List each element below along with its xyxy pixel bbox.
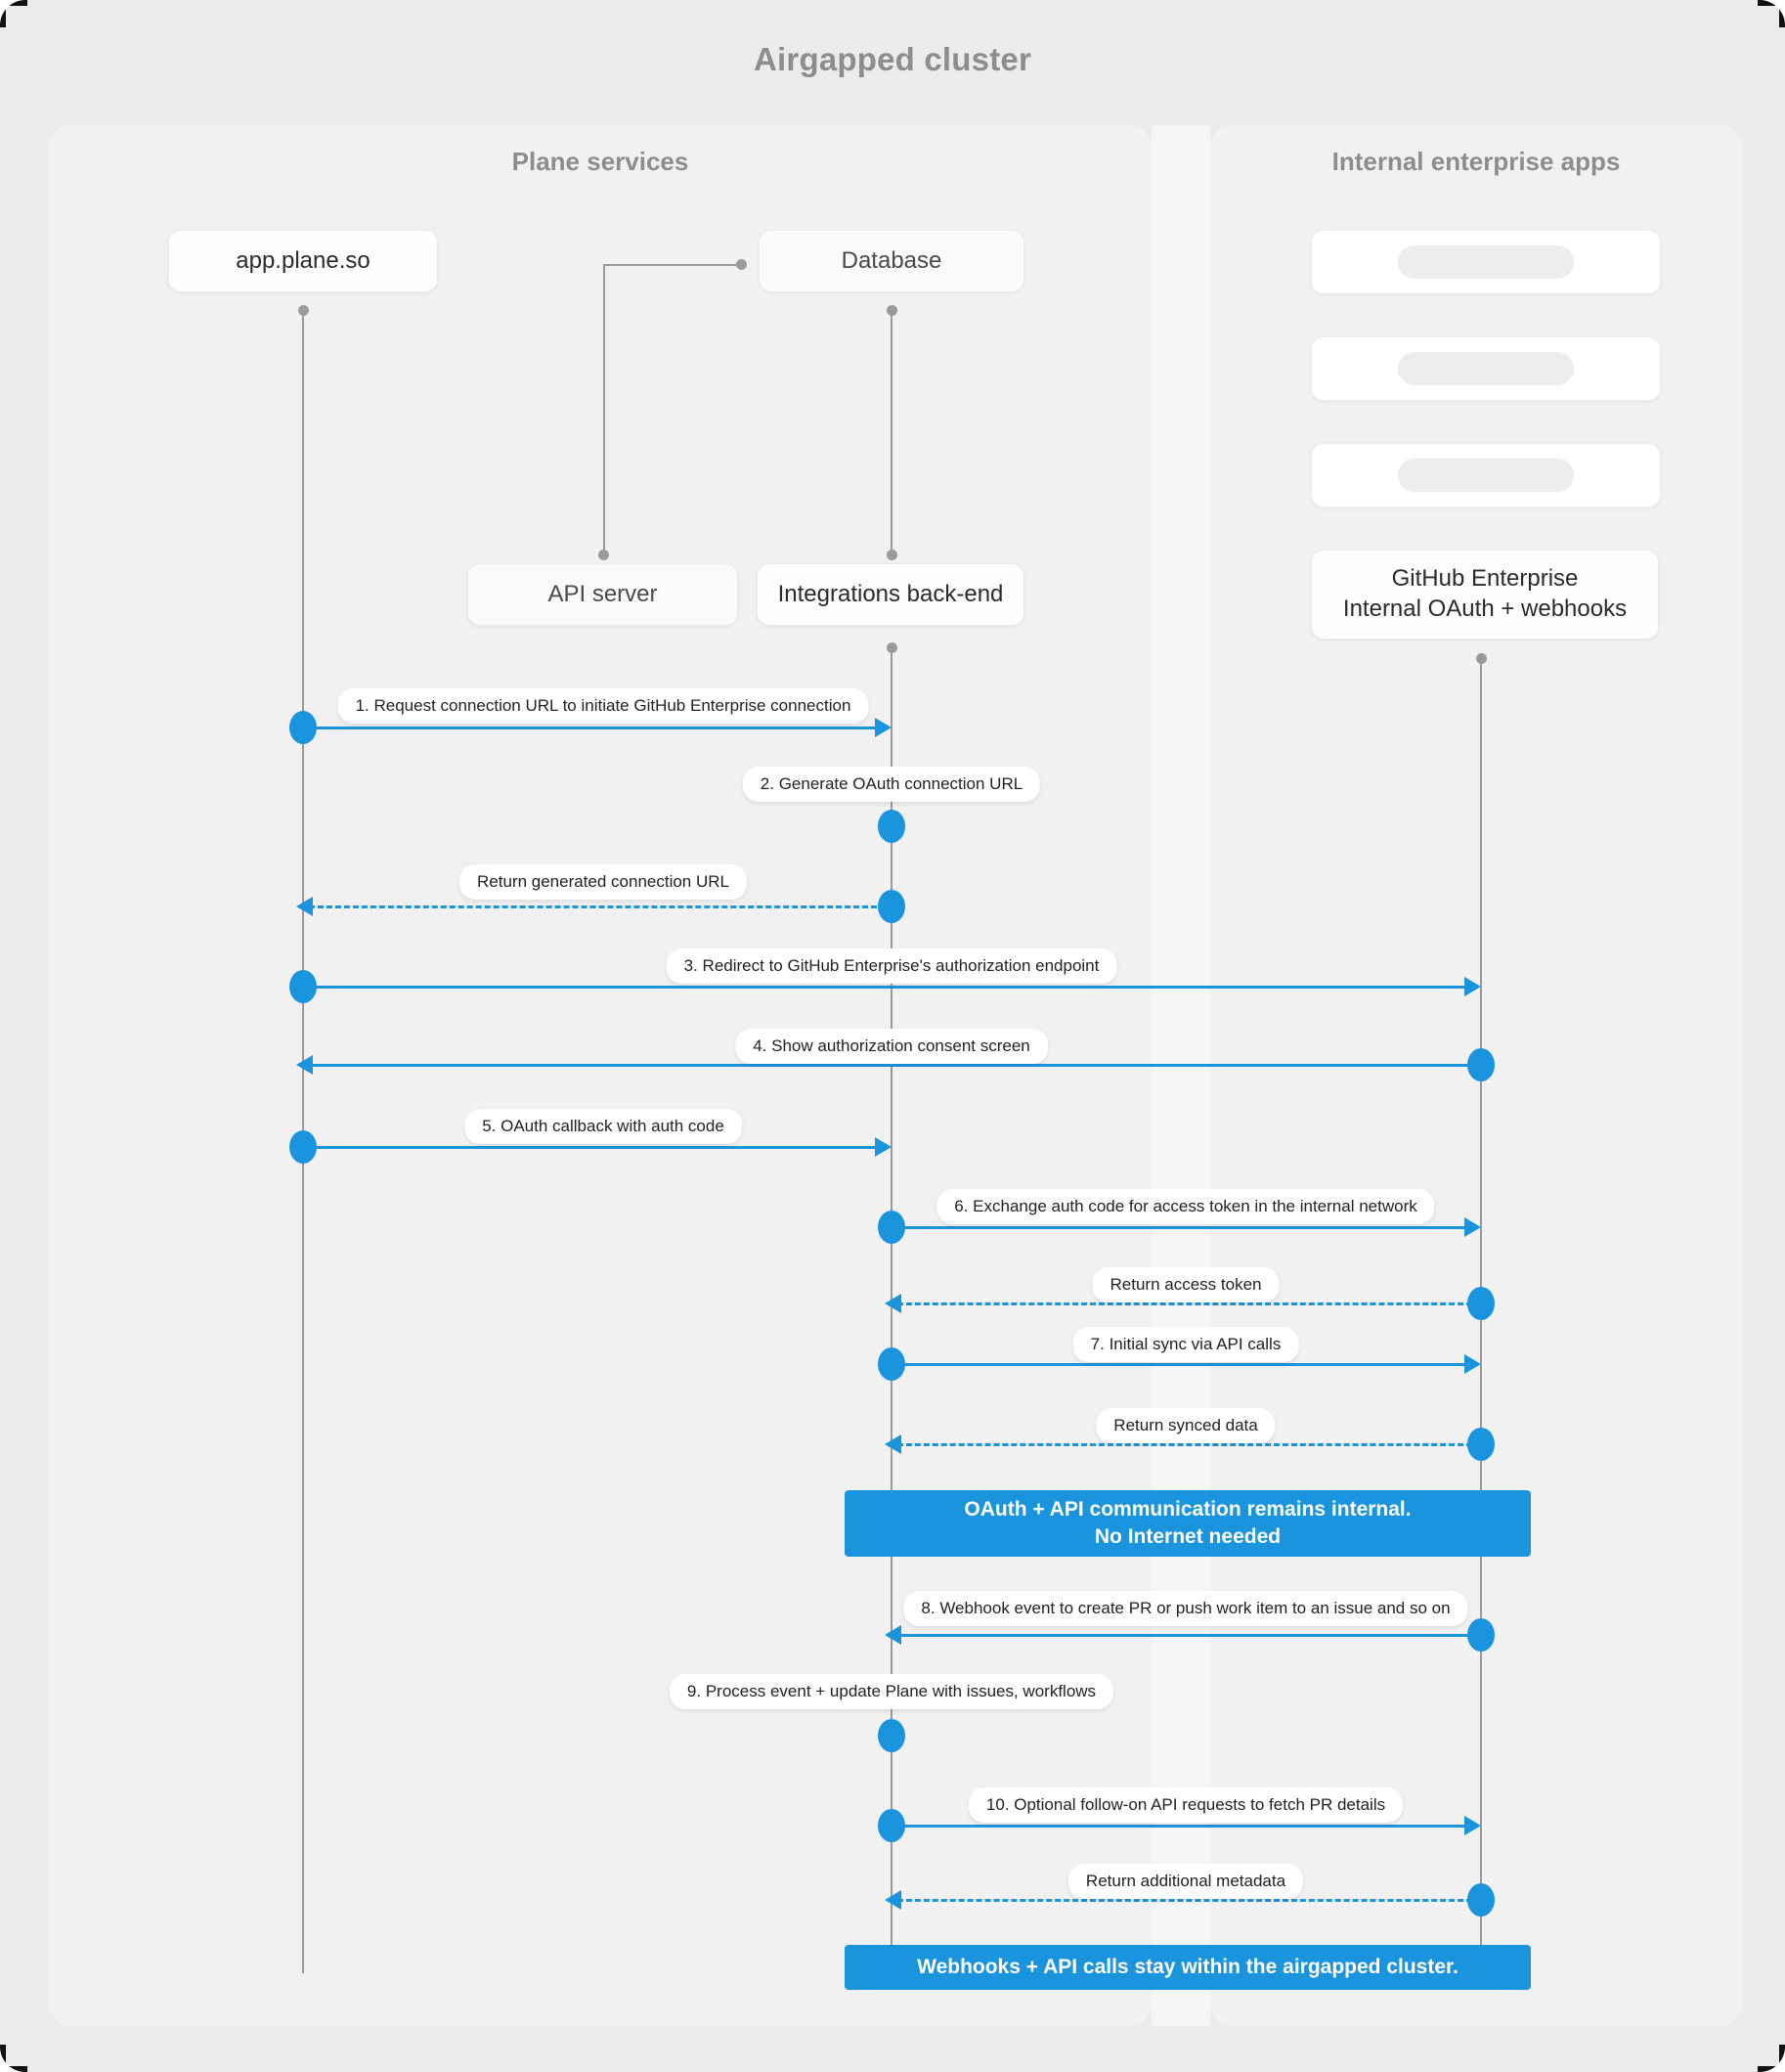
message-arrowhead-4 (1464, 977, 1481, 996)
message-line-10 (897, 1443, 1472, 1446)
corner-mark-bottom-left (0, 2045, 27, 2072)
placeholder-card-1[interactable] (1311, 230, 1661, 294)
message-arrowhead-6 (875, 1137, 892, 1157)
activation-blob-4 (289, 970, 317, 1003)
participant-database[interactable]: Database (759, 230, 1024, 292)
message-label-3: Return generated connection URL (459, 864, 747, 900)
lifeline-dot-database-top (887, 305, 897, 316)
message-arrowhead-1 (875, 718, 892, 737)
placeholder-bar-2 (1398, 352, 1574, 385)
activation-blob-2 (878, 810, 905, 843)
activation-blob-1 (289, 711, 317, 744)
message-line-14 (897, 1899, 1472, 1902)
message-arrowhead-7 (1464, 1217, 1481, 1237)
message-label-14: Return additional metadata (1067, 1864, 1304, 1899)
corner-mark-top-left (0, 0, 27, 27)
activation-blob-7 (878, 1211, 905, 1244)
panel-plane-services: Plane services (49, 125, 1152, 2026)
activation-blob-10 (1467, 1428, 1495, 1461)
corner-mark-top-right (1758, 0, 1785, 27)
note-oauth-internal-line1: OAuth + API communication remains intern… (964, 1498, 1412, 1521)
message-label-11: 8. Webhook event to create PR or push wo… (903, 1591, 1468, 1626)
message-line-5 (309, 1064, 1472, 1067)
message-line-8 (897, 1302, 1472, 1305)
participant-integrations-backend[interactable]: Integrations back-end (757, 563, 1024, 626)
corner-mark-bottom-right (1758, 2045, 1785, 2072)
page-title: Airgapped cluster (754, 41, 1031, 77)
message-line-9 (892, 1363, 1472, 1366)
message-line-6 (303, 1146, 882, 1149)
lifeline-dot-ghe-top (1476, 653, 1487, 664)
activation-blob-13 (878, 1809, 905, 1842)
message-arrowhead-3 (296, 897, 313, 916)
activation-blob-3 (878, 890, 905, 923)
connector-dot-api-server-end (598, 550, 609, 560)
message-line-13 (892, 1825, 1472, 1828)
panel-internal-enterprise-apps-title: Internal enterprise apps (1331, 147, 1621, 176)
message-line-11 (897, 1634, 1472, 1637)
message-line-7 (892, 1226, 1472, 1229)
message-arrowhead-8 (885, 1294, 901, 1313)
message-label-13: 10. Optional follow-on API requests to f… (968, 1787, 1404, 1823)
message-label-9: 7. Initial sync via API calls (1072, 1327, 1299, 1362)
message-arrowhead-11 (885, 1625, 901, 1645)
message-line-3 (309, 905, 886, 908)
activation-blob-6 (289, 1130, 317, 1164)
participant-api-server[interactable]: API server (467, 563, 738, 626)
lifeline-dot-integrations-top (887, 642, 897, 653)
panel-gap-band (1152, 125, 1210, 2026)
placeholder-card-3[interactable] (1311, 443, 1661, 507)
lifeline-dot-app-top (298, 305, 309, 316)
panel-plane-services-title: Plane services (511, 147, 689, 176)
message-arrowhead-10 (885, 1434, 901, 1454)
participant-github-enterprise[interactable]: GitHub Enterprise Internal OAuth + webho… (1311, 550, 1659, 639)
lifeline-dot-database-bottom (887, 550, 897, 560)
message-arrowhead-9 (1464, 1354, 1481, 1374)
activation-blob-12 (878, 1719, 905, 1752)
message-label-10: Return synced data (1096, 1408, 1276, 1443)
placeholder-card-2[interactable] (1311, 336, 1661, 401)
message-label-1: 1. Request connection URL to initiate Gi… (337, 688, 869, 724)
note-oauth-internal: OAuth + API communication remains intern… (845, 1490, 1531, 1557)
note-oauth-internal-line2: No Internet needed (1094, 1525, 1282, 1548)
message-arrowhead-5 (296, 1055, 313, 1075)
activation-blob-5 (1467, 1048, 1495, 1081)
message-label-2: 2. Generate OAuth connection URL (742, 767, 1041, 802)
message-label-5: 4. Show authorization consent screen (735, 1029, 1048, 1064)
activation-blob-11 (1467, 1618, 1495, 1652)
message-label-7: 6. Exchange auth code for access token i… (936, 1189, 1435, 1224)
connector-dot-database-end (736, 259, 747, 270)
message-arrowhead-14 (885, 1890, 901, 1910)
message-line-4 (303, 986, 1472, 989)
activation-blob-8 (1467, 1287, 1495, 1320)
placeholder-bar-3 (1398, 459, 1574, 492)
lifeline-database (891, 311, 892, 555)
message-arrowhead-13 (1464, 1816, 1481, 1835)
activation-blob-14 (1467, 1883, 1495, 1917)
message-line-1 (303, 727, 882, 729)
note-webhooks-internal: Webhooks + API calls stay within the air… (845, 1945, 1531, 1990)
message-label-8: Return access token (1092, 1267, 1280, 1302)
participant-app-plane-so[interactable]: app.plane.so (168, 230, 438, 292)
message-label-4: 3. Redirect to GitHub Enterprise's autho… (666, 948, 1117, 984)
placeholder-bar-1 (1398, 245, 1574, 279)
message-label-12: 9. Process event + update Plane with iss… (669, 1674, 1114, 1709)
activation-blob-9 (878, 1347, 905, 1381)
message-label-6: 5. OAuth callback with auth code (464, 1109, 742, 1144)
